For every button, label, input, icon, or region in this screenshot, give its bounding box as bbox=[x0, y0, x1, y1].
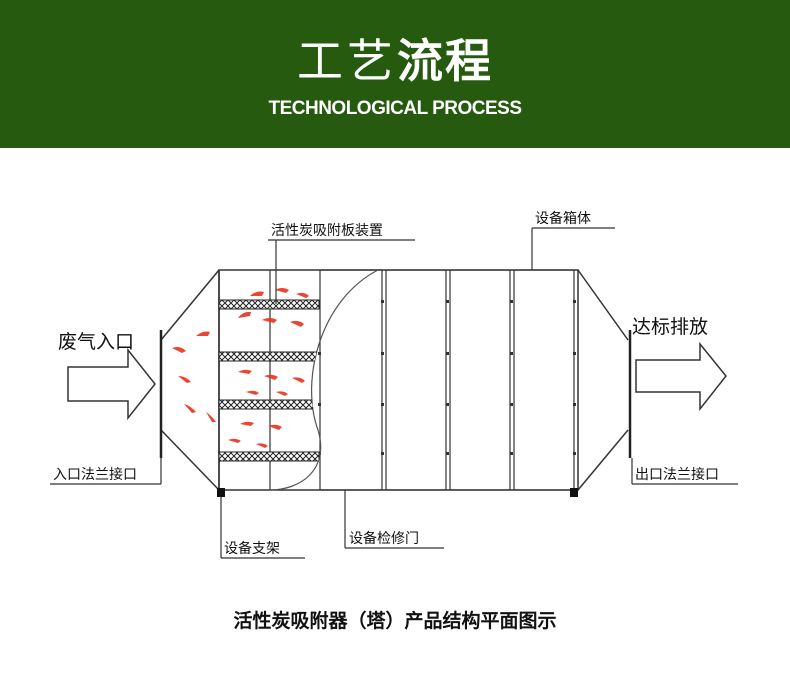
adsorption-plate bbox=[218, 351, 320, 362]
page-subtitle: TECHNOLOGICAL PROCESS bbox=[268, 98, 522, 119]
page-title: 工艺流程 bbox=[0, 30, 790, 92]
title-light-part: 工艺 bbox=[297, 34, 397, 88]
outlet-hood bbox=[577, 269, 632, 491]
label-maintenance-door: 设备检修门 bbox=[349, 530, 419, 547]
header-banner: 工艺流程 TECHNOLOGICAL PROCESS bbox=[0, 0, 790, 148]
inlet-arrow-icon bbox=[67, 347, 156, 421]
label-adsorption-plate-device: 活性炭吸附板装置 bbox=[271, 223, 383, 239]
label-outlet-flange: 出口法兰接口 bbox=[635, 466, 719, 483]
leader-lines bbox=[50, 227, 738, 559]
adsorption-plate bbox=[218, 451, 320, 462]
adsorber-structure-diagram: 活性炭吸附板装置 设备箱体 废气入口 达标排放 入口法兰接口 出口法兰接口 设备… bbox=[50, 210, 738, 559]
inlet-hood bbox=[159, 269, 220, 491]
label-discharge-standard: 达标排放 bbox=[632, 316, 708, 338]
support-feet bbox=[217, 488, 578, 497]
label-inlet-flange: 入口法兰接口 bbox=[53, 466, 137, 483]
label-exhaust-inlet: 废气入口 bbox=[58, 331, 134, 353]
title-bold-part: 流程 bbox=[397, 34, 493, 88]
door-panels bbox=[318, 269, 576, 491]
cutaway-section bbox=[172, 269, 379, 491]
adsorption-plate bbox=[218, 399, 320, 410]
airflow-arrows bbox=[172, 288, 309, 448]
adsorption-plate bbox=[218, 299, 320, 310]
outlet-arrow-icon bbox=[635, 341, 727, 412]
diagram-caption: 活性炭吸附器（塔）产品结构平面图示 bbox=[233, 610, 557, 632]
label-equipment-support: 设备支架 bbox=[224, 540, 280, 557]
label-equipment-box: 设备箱体 bbox=[535, 210, 591, 227]
